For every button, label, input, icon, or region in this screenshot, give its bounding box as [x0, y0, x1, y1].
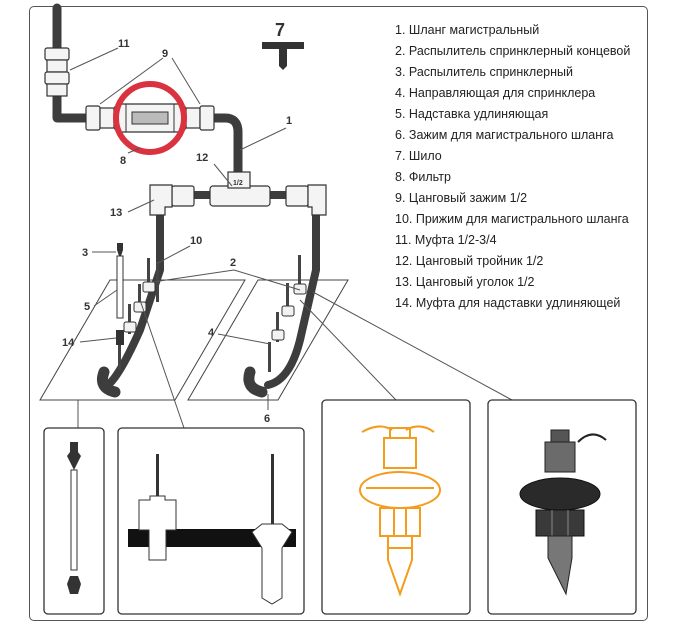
legend-item: 10. Прижим для магистрального шланга	[395, 212, 629, 226]
legend-item: 1. Шланг магистральный	[395, 23, 540, 37]
sprinkler-row-left	[118, 258, 159, 370]
callout-12: 12	[196, 152, 208, 164]
legend-item: 3. Распылитель спринклерный	[395, 65, 573, 79]
callout-1: 1	[286, 115, 292, 127]
legend-item: 14. Муфта для надставки удлиняющей	[395, 296, 621, 310]
callout-9: 9	[162, 48, 168, 60]
callout-7: 7	[275, 20, 285, 40]
legend-item: 9. Цанговый зажим 1/2	[395, 191, 528, 205]
legend-item: 7. Шило	[395, 149, 442, 163]
main-hose-inlet	[52, 3, 95, 123]
detail-box-clamp	[117, 427, 305, 615]
legend-item: 11. Муфта 1/2-3/4	[395, 233, 497, 247]
legend-item: 2. Распылитель спринклерный концевой	[395, 44, 631, 58]
callout-8: 8	[120, 155, 126, 167]
collet-clamp-left-icon	[85, 105, 115, 131]
legend-item: 4. Направляющая для спринклера	[395, 86, 596, 100]
legend-list: 1. Шланг магистральный 2. Распылитель сп…	[395, 20, 630, 314]
sprinkler-row-right	[268, 255, 307, 372]
ground-plate-left	[39, 279, 246, 401]
callout-11: 11	[118, 38, 130, 50]
legend-item: 12. Цанговый тройник 1/2	[395, 254, 544, 268]
collet-elbow-left-icon	[149, 184, 195, 216]
callout-13: 13	[110, 207, 122, 219]
collet-elbow-right-icon	[285, 184, 327, 216]
awl-icon	[262, 42, 304, 70]
main-hose-feed	[210, 113, 243, 185]
callout-6: 6	[264, 413, 270, 425]
coupling-half-3-4-icon	[44, 47, 70, 97]
callout-10: 10	[190, 235, 202, 247]
legend-item: 8. Фильтр	[395, 170, 451, 184]
branch-hose-left	[104, 191, 234, 389]
callout-5: 5	[84, 301, 90, 313]
extension-detail-icon	[67, 442, 81, 594]
sprinkler-icon	[519, 429, 607, 596]
legend-item: 5. Надставка удлиняющая	[395, 107, 549, 121]
hose-end-right	[243, 366, 268, 398]
collet-clamp-right-icon	[185, 105, 215, 131]
callout-4: 4	[208, 327, 215, 339]
extension-rod-icon	[116, 243, 124, 345]
sprinkler-end-icon	[359, 425, 441, 598]
callout-2: 2	[230, 257, 236, 269]
callout-14: 14	[62, 337, 75, 349]
diagram-frame	[29, 6, 648, 621]
callout-leaders	[69, 47, 513, 429]
ground-plate-right	[187, 279, 349, 401]
legend-item: 6. Зажим для магистрального шланга	[395, 128, 614, 142]
hose-end-left	[96, 366, 121, 398]
filter-icon	[113, 81, 187, 155]
legend-item: 13. Цанговый уголок 1/2	[395, 275, 535, 289]
clamp-detail-icon	[128, 454, 296, 605]
callout-3: 3	[82, 247, 88, 259]
tee-mark: 1/2	[233, 180, 243, 187]
collet-tee-icon: 1/2	[209, 171, 271, 207]
